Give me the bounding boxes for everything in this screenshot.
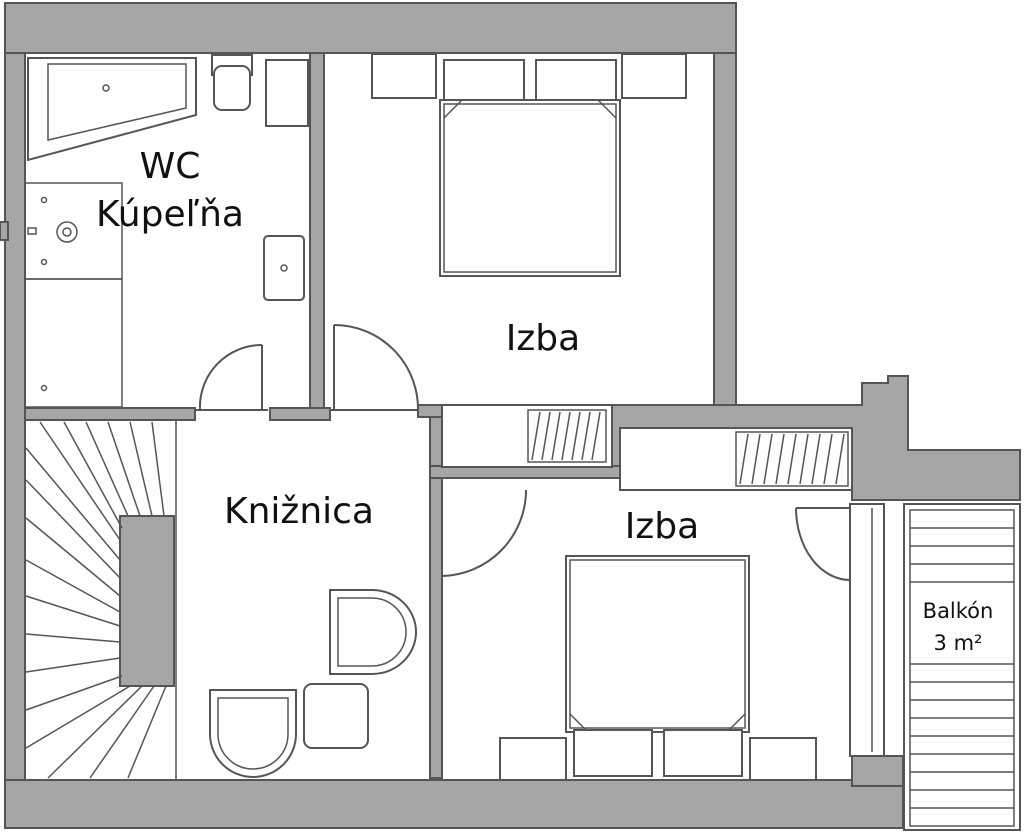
wall-lib-bed xyxy=(429,407,443,779)
south-bedroom-furniture xyxy=(499,427,885,781)
armchair-2 xyxy=(209,689,297,778)
pillow-right-n xyxy=(535,59,617,103)
bed-north xyxy=(439,99,621,277)
pillow-left-n xyxy=(443,59,525,103)
balcony-floor xyxy=(903,503,1021,831)
wall-right-north xyxy=(713,52,737,406)
door-bedroom-north xyxy=(330,324,420,411)
label-bathroom-line2: Kúpeľňa xyxy=(96,194,244,235)
wall-bath-lib xyxy=(24,407,196,421)
room-labels: WC Kúpeľňa Izba Knižnica Izba Balkón 3 m… xyxy=(96,146,993,655)
toilet-bowl xyxy=(213,65,251,111)
label-balcony-line2: 3 m² xyxy=(934,631,983,655)
utility-area xyxy=(24,278,123,408)
pillow-right-s xyxy=(663,729,743,777)
wardrobe-north xyxy=(441,404,613,468)
wall-bottom xyxy=(4,779,904,829)
armchair-1 xyxy=(329,589,417,675)
north-bedroom-furniture xyxy=(371,53,687,468)
side-table xyxy=(303,683,369,749)
wall-bath-bed xyxy=(309,52,325,414)
wall-bath-lib-2 xyxy=(269,407,331,421)
nightstand-left-n xyxy=(371,53,437,99)
wall-bed-wardrobe xyxy=(417,404,443,418)
label-bedroom-south: Izba xyxy=(625,506,699,547)
label-library: Knižnica xyxy=(224,491,374,532)
balcony-door-frame xyxy=(849,503,885,757)
label-balcony-line1: Balkón xyxy=(923,599,994,623)
bathtub xyxy=(27,57,197,162)
bath-cabinet xyxy=(265,59,309,127)
door-bedroom-south xyxy=(441,488,527,577)
wall-top xyxy=(4,2,737,54)
stair-core xyxy=(119,515,175,687)
door-balcony xyxy=(795,507,851,581)
label-bathroom-line1: WC xyxy=(140,146,201,187)
sink xyxy=(263,235,305,301)
bed-south xyxy=(565,555,750,733)
label-bedroom-north: Izba xyxy=(506,318,580,359)
bathroom-fixtures xyxy=(24,54,309,408)
balcony xyxy=(903,503,1021,831)
doors xyxy=(196,324,851,581)
nightstand-left-s xyxy=(499,737,567,781)
wall-left xyxy=(4,52,26,829)
door-bathroom xyxy=(196,343,268,411)
staircase xyxy=(25,419,177,780)
wall-bottom-right xyxy=(851,755,904,787)
library-furniture xyxy=(209,589,417,778)
nightstand-right-n xyxy=(621,53,687,99)
wall-nub-left xyxy=(0,221,9,241)
pillow-left-s xyxy=(573,729,653,777)
nightstand-right-s xyxy=(749,737,817,781)
